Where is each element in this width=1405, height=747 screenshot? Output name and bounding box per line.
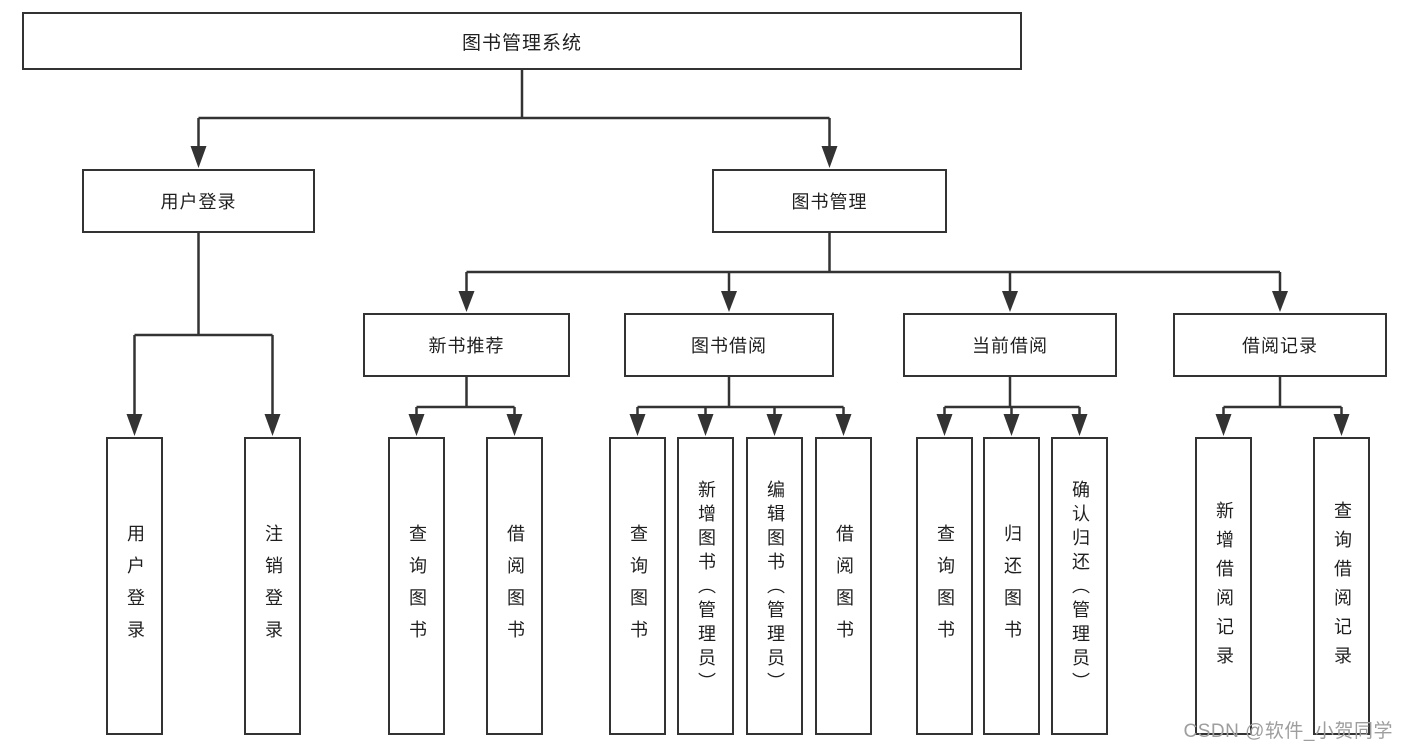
node-borrow-record: 借阅记录 <box>1173 313 1387 377</box>
leaf-confirm-return-admin: 确认归还（管理员） <box>1051 437 1108 735</box>
node-user-login: 用户登录 <box>82 169 315 233</box>
leaf-return-book: 归还图书 <box>983 437 1040 735</box>
node-new-book-recommend: 新书推荐 <box>363 313 570 377</box>
node-current-borrow: 当前借阅 <box>903 313 1117 377</box>
leaf-user-login: 用户登录 <box>106 437 163 735</box>
leaf-logout: 注销登录 <box>244 437 301 735</box>
node-book-management: 图书管理 <box>712 169 947 233</box>
leaf-borrow-book-recommend: 借阅图书 <box>486 437 543 735</box>
leaf-query-book-recommend: 查询图书 <box>388 437 445 735</box>
watermark-text: CSDN @软件_小贺同学 <box>1183 721 1393 742</box>
leaf-query-book-borrow: 查询图书 <box>609 437 666 735</box>
leaf-add-borrow-record: 新增借阅记录 <box>1195 437 1252 735</box>
leaf-add-book-admin: 新增图书（管理员） <box>677 437 734 735</box>
leaf-query-book-current: 查询图书 <box>916 437 973 735</box>
leaf-query-borrow-record: 查询借阅记录 <box>1313 437 1370 735</box>
node-book-borrow: 图书借阅 <box>624 313 834 377</box>
leaf-edit-book-admin: 编辑图书（管理员） <box>746 437 803 735</box>
node-root: 图书管理系统 <box>22 12 1022 70</box>
leaf-borrow-book: 借阅图书 <box>815 437 872 735</box>
